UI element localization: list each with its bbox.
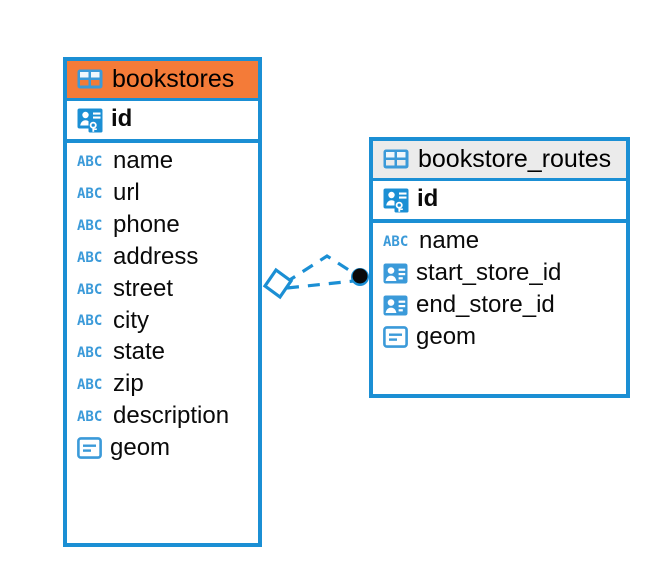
- field-row-city[interactable]: ABC city: [67, 306, 258, 338]
- field-label: name: [113, 147, 174, 175]
- entity-header-bookstores[interactable]: bookstores: [67, 61, 258, 102]
- svg-text:ABC: ABC: [77, 409, 102, 425]
- field-label: url: [113, 179, 140, 206]
- svg-text:ABC: ABC: [77, 345, 102, 361]
- table-icon: [383, 149, 409, 169]
- field-row-zip[interactable]: ABC zip: [67, 369, 258, 401]
- field-row-name[interactable]: ABC name: [373, 226, 626, 258]
- field-row-state[interactable]: ABC state: [67, 337, 258, 369]
- primary-key-icon: [77, 108, 103, 133]
- text-type-icon: ABC: [77, 250, 102, 266]
- svg-text:ABC: ABC: [77, 186, 102, 202]
- text-type-icon: ABC: [77, 345, 102, 361]
- text-type-icon-label: ABC: [77, 154, 102, 170]
- field-label: state: [113, 338, 166, 366]
- field-label: zip: [113, 370, 144, 398]
- field-label: geom: [416, 322, 477, 350]
- text-type-icon: ABC: [77, 186, 102, 202]
- field-row-geom[interactable]: geom: [373, 322, 626, 354]
- svg-text:ABC: ABC: [77, 377, 102, 393]
- field-label-id: id: [111, 105, 133, 133]
- svg-text:ABC: ABC: [77, 218, 102, 234]
- relationship-branch-upper: [284, 254, 356, 285]
- field-label-id: id: [417, 185, 439, 213]
- field-label: address: [113, 242, 199, 270]
- entity-bookstore-routes[interactable]: bookstore_routes id ABC nam: [369, 137, 630, 398]
- field-label: phone: [113, 210, 180, 238]
- field-row-end-store-id[interactable]: end_store_id: [373, 290, 626, 322]
- field-row-primary-key[interactable]: id: [67, 101, 258, 144]
- relationship-branch-lower: [286, 279, 355, 290]
- field-row-name[interactable]: ABC name: [67, 146, 258, 178]
- field-label: end_store_id: [416, 290, 555, 318]
- foreign-key-icon: [383, 295, 408, 316]
- foreign-key-icon: [383, 263, 408, 284]
- field-label: name: [419, 227, 480, 255]
- svg-text:ABC: ABC: [77, 250, 102, 266]
- svg-text:ABC: ABC: [77, 282, 102, 298]
- field-label: street: [113, 274, 174, 302]
- field-list-bookstore-routes: ABC name start_store_id: [373, 223, 626, 358]
- field-row-start-store-id[interactable]: start_store_id: [373, 258, 626, 290]
- field-row-primary-key[interactable]: id: [373, 181, 626, 224]
- field-row-address[interactable]: ABC address: [67, 242, 258, 274]
- field-label: geom: [110, 434, 171, 461]
- text-type-icon: ABC: [383, 234, 408, 250]
- field-row-geom[interactable]: geom: [67, 433, 258, 465]
- filled-circle-marker-ring: [351, 268, 369, 286]
- field-label: start_store_id: [416, 259, 562, 286]
- field-label: description: [113, 402, 230, 430]
- text-type-icon: ABC: [77, 282, 102, 298]
- field-label: city: [113, 306, 149, 334]
- geometry-type-icon: [77, 437, 102, 460]
- svg-text:ABC: ABC: [77, 313, 102, 329]
- entity-title: bookstore_routes: [418, 145, 612, 173]
- text-type-icon: ABC: [77, 154, 102, 170]
- field-row-phone[interactable]: ABC phone: [67, 210, 258, 242]
- entity-title: bookstores: [112, 65, 235, 93]
- entity-header-bookstore-routes[interactable]: bookstore_routes: [373, 141, 626, 182]
- text-type-icon: ABC: [77, 218, 102, 234]
- entity-bookstores[interactable]: bookstores id ABC name: [63, 57, 262, 547]
- svg-text:ABC: ABC: [383, 234, 408, 250]
- filled-circle-marker: [352, 268, 368, 284]
- field-list-bookstores: ABC name ABC url ABC phone AB: [67, 143, 258, 469]
- open-diamond-marker: [262, 267, 294, 300]
- table-icon: [77, 69, 103, 89]
- geometry-type-icon: [383, 326, 408, 349]
- field-row-description[interactable]: ABC description: [67, 401, 258, 433]
- primary-key-icon: [383, 188, 409, 213]
- text-type-icon: ABC: [77, 409, 102, 425]
- field-row-url[interactable]: ABC url: [67, 178, 258, 210]
- text-type-icon: ABC: [77, 377, 102, 393]
- text-type-icon: ABC: [77, 313, 102, 329]
- field-row-street[interactable]: ABC street: [67, 274, 258, 306]
